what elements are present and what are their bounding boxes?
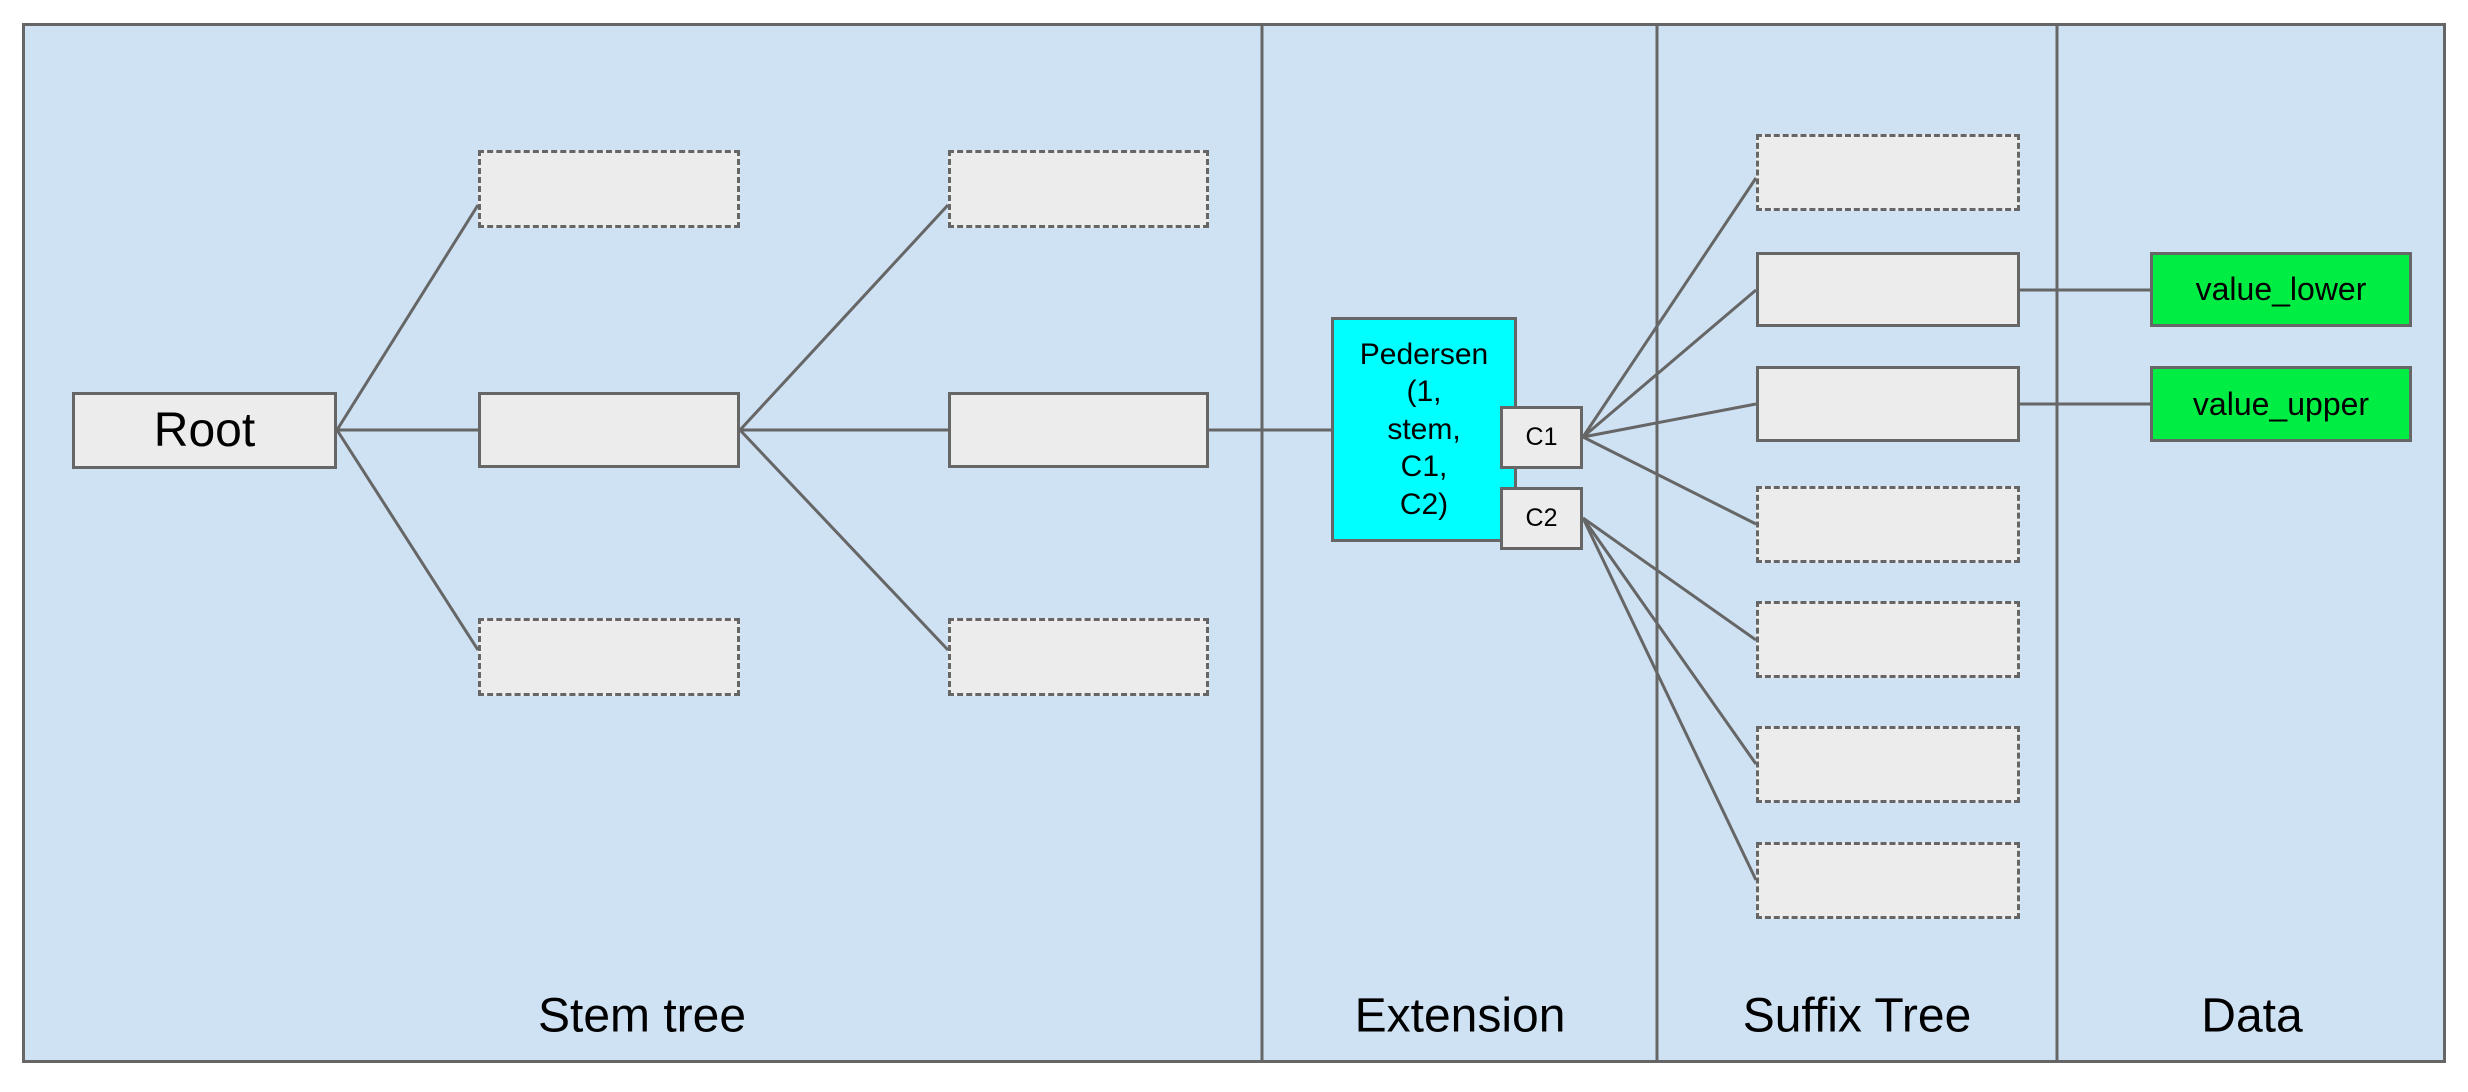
stem-level2-middle-node — [948, 392, 1209, 468]
stem-level2-lower-placeholder-node — [948, 618, 1209, 696]
c2-node: C2 — [1500, 487, 1583, 550]
suffix-placeholder-node-3 — [1756, 601, 2020, 678]
suffix-node-upper — [1756, 366, 2020, 442]
root-node: Root — [72, 392, 337, 469]
stem-level1-middle-node — [478, 392, 740, 468]
edge-stem1-to-stem2-lower — [738, 428, 950, 652]
edge-c2-to-suffix5 — [1582, 516, 1757, 642]
edge-c1-to-suffix3 — [1582, 402, 1757, 439]
stem-level1-upper-placeholder-node — [478, 150, 740, 228]
pedersen-commitment-node: Pedersen (1, stem, C1, C2) — [1331, 317, 1517, 542]
edge-root-to-stem1-lower — [335, 429, 480, 651]
edge-c1-to-suffix4 — [1582, 435, 1757, 526]
edge-stem1-to-stem2-upper — [738, 203, 950, 432]
c1-node: C1 — [1500, 406, 1583, 469]
edge-c1-to-suffix1 — [1581, 177, 1758, 438]
edge-c2-to-suffix7 — [1581, 517, 1758, 881]
suffix-placeholder-node-2 — [1756, 486, 2020, 563]
edge-c2-to-suffix6 — [1581, 517, 1758, 765]
stem-level1-lower-placeholder-node — [478, 618, 740, 696]
section-label-stem-tree: Stem tree — [537, 989, 747, 1043]
value-upper-node: value_upper — [2150, 366, 2412, 442]
section-label-data: Data — [2201, 989, 2303, 1043]
suffix-placeholder-node-1 — [1756, 134, 2020, 211]
diagram-frame — [22, 23, 2446, 1063]
edge-root-to-stem1-upper — [335, 204, 480, 431]
section-label-suffix-tree: Suffix Tree — [1742, 989, 1972, 1043]
value-lower-node: value_lower — [2150, 252, 2412, 327]
section-label-extension: Extension — [1354, 989, 1566, 1043]
suffix-placeholder-node-4 — [1756, 726, 2020, 803]
stem-level2-upper-placeholder-node — [948, 150, 1209, 228]
suffix-node-lower — [1756, 252, 2020, 327]
edge-c1-to-suffix2 — [1582, 288, 1757, 439]
suffix-placeholder-node-5 — [1756, 842, 2020, 919]
